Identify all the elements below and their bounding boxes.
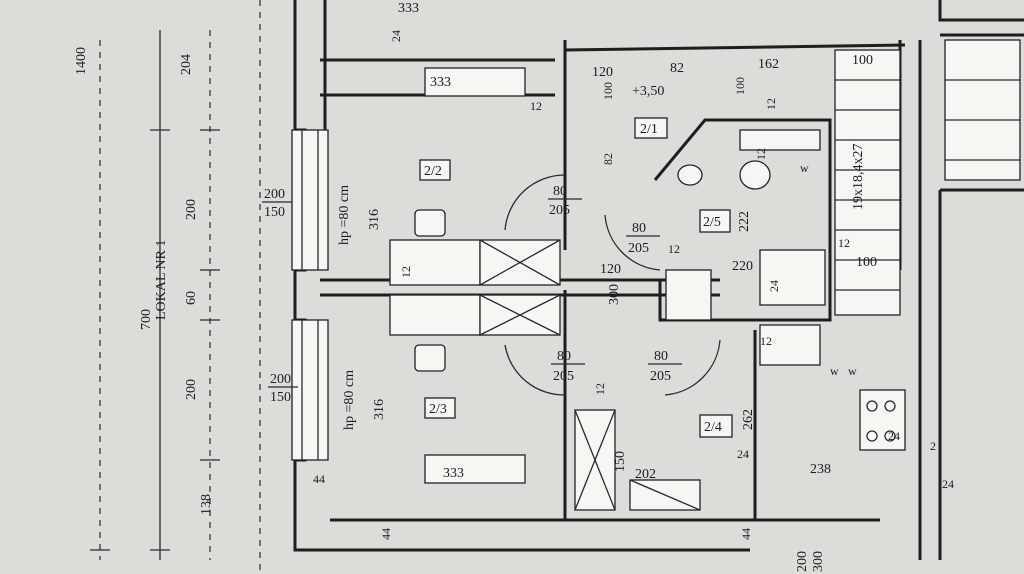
dim-333-top: 333 xyxy=(398,1,419,16)
door-2-height: 205 xyxy=(628,241,649,256)
door-3-height: 205 xyxy=(553,369,574,384)
dim-12-e: 12 xyxy=(754,148,768,160)
room-2-3-id: 2/3 xyxy=(429,402,447,417)
room-2-4-id: 2/4 xyxy=(704,420,722,435)
window-a-top: 200 xyxy=(264,187,285,202)
room-2-2-height: 316 xyxy=(367,209,382,230)
dim-82-b: 82 xyxy=(601,153,615,165)
dim-162: 162 xyxy=(758,57,779,72)
door-swings xyxy=(504,174,721,396)
room-2-1-id: 2/1 xyxy=(640,122,658,137)
dim-12-g: 12 xyxy=(760,334,772,348)
lokal-label: LOKAL NR 1 xyxy=(154,240,169,320)
stairs-spec: 19x18,4x27 xyxy=(851,144,866,211)
dim-2: 2 xyxy=(930,439,936,453)
fixtures xyxy=(665,129,906,451)
dim-12-f: 12 xyxy=(838,236,850,250)
door-1-height: 205 xyxy=(549,203,570,218)
door-4-height: 205 xyxy=(650,369,671,384)
dim-44-a: 44 xyxy=(313,472,325,486)
door-1-width: 80 xyxy=(553,184,567,199)
dim-12-h: 12 xyxy=(593,383,607,395)
dim-120-b: 120 xyxy=(600,262,621,277)
water-symbol-3: w xyxy=(848,364,857,378)
room-2-5-tag xyxy=(699,209,731,233)
dim-12-a: 12 xyxy=(530,99,542,113)
dim-238: 238 xyxy=(810,462,831,477)
room-2-2-sill: hp =80 cm xyxy=(337,185,352,245)
dim-138: 138 xyxy=(199,494,214,515)
dim-total: 1400 xyxy=(74,47,89,75)
dim-700: 700 xyxy=(139,309,154,330)
dim-220: 220 xyxy=(732,259,753,274)
room-2-4-tag xyxy=(699,414,733,438)
window-b-top: 200 xyxy=(270,372,291,387)
dim-82-a: 82 xyxy=(670,61,684,76)
room-2-1-tag xyxy=(634,117,668,139)
dim-300: 300 xyxy=(607,284,622,305)
dim-333-mid: 333 xyxy=(430,75,451,90)
dim-44-b: 44 xyxy=(379,528,393,540)
dim-333-bottom: 333 xyxy=(443,466,464,481)
dim-202: 202 xyxy=(635,467,656,482)
door-4-width: 80 xyxy=(654,349,668,364)
dim-200a: 200 xyxy=(184,199,199,220)
dim-100-b: 100 xyxy=(733,77,747,95)
room-2-3-sill: hp =80 cm xyxy=(342,370,357,430)
dim-top: 204 xyxy=(179,54,194,75)
dim-12-b: 12 xyxy=(399,266,413,278)
windows xyxy=(291,129,329,461)
dim-24-a: 24 xyxy=(767,280,781,292)
door-3-width: 80 xyxy=(557,349,571,364)
dim-24-d: 24 xyxy=(942,477,954,491)
room-2-2-tag xyxy=(419,159,451,181)
window-a-bottom: 150 xyxy=(264,205,285,220)
dim-300-bottom: 300 xyxy=(811,551,826,572)
room-2-4-height: 262 xyxy=(741,409,756,430)
dim-24-top: 24 xyxy=(389,30,403,42)
dim-150: 150 xyxy=(613,451,628,472)
room-2-3-height: 316 xyxy=(372,399,387,420)
room-2-1-level: +3,50 xyxy=(632,84,664,99)
dim-100-c: 100 xyxy=(852,53,873,68)
water-symbol-2: w xyxy=(830,364,839,378)
window-b-bottom: 150 xyxy=(270,390,291,405)
dim-60: 60 xyxy=(184,291,199,305)
water-symbol-1: w xyxy=(800,161,809,175)
dim-24-c: 24 xyxy=(888,429,900,443)
dim-12-d: 12 xyxy=(764,98,778,110)
dim-44-c: 44 xyxy=(739,528,753,540)
room-2-5-id: 2/5 xyxy=(703,215,721,230)
furniture xyxy=(389,67,701,511)
dim-100-a: 100 xyxy=(601,82,615,100)
dim-120-a: 120 xyxy=(592,65,613,80)
room-2-5-height: 222 xyxy=(737,211,752,232)
dim-200b: 200 xyxy=(184,379,199,400)
left-dimension-lines xyxy=(90,0,261,574)
dim-100-d: 100 xyxy=(856,255,877,270)
dim-200-bottom: 200 xyxy=(795,551,810,572)
door-2-width: 80 xyxy=(632,221,646,236)
room-2-2-id: 2/2 xyxy=(424,164,442,179)
room-2-3-tag xyxy=(424,397,456,419)
dim-12-c: 12 xyxy=(668,242,680,256)
dim-24-b: 24 xyxy=(737,447,749,461)
stairs xyxy=(834,39,1021,316)
